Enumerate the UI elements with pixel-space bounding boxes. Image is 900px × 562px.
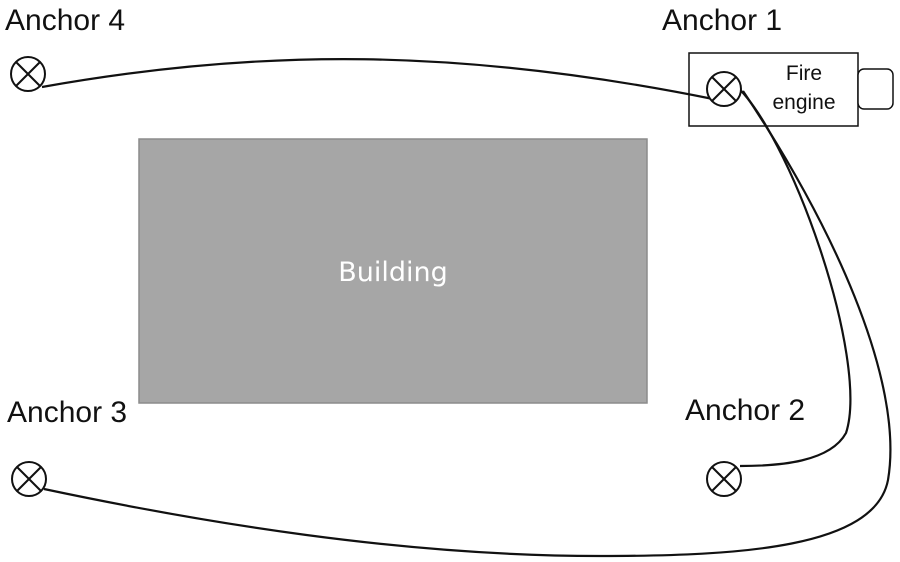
anchor-point-icon: [706, 461, 742, 497]
fire-engine-cab: [857, 68, 894, 110]
fire-engine-label-line2: engine: [772, 91, 835, 114]
anchor-point-icon: [10, 56, 46, 92]
hose-anchor1-to-anchor4: [41, 58, 714, 101]
anchor-4: Anchor 4: [5, 4, 125, 92]
anchor-1-label: Anchor 1: [662, 4, 782, 37]
hose-anchor1-to-anchor3: [43, 90, 892, 558]
fire-engine: Fire engine: [688, 52, 894, 127]
building-label: Building: [338, 257, 448, 288]
anchor-1: Anchor 1: [662, 4, 782, 107]
anchor-point-icon: [706, 71, 742, 107]
anchor-3: Anchor 3: [7, 396, 127, 497]
anchor-2: Anchor 2: [685, 394, 805, 497]
anchor-4-label: Anchor 4: [5, 4, 125, 37]
fire-engine-label-line1: Fire: [786, 62, 822, 85]
anchor-3-label: Anchor 3: [7, 396, 127, 429]
anchor-point-icon: [11, 461, 47, 497]
anchor-2-label: Anchor 2: [685, 394, 805, 427]
building-block: [138, 138, 648, 404]
